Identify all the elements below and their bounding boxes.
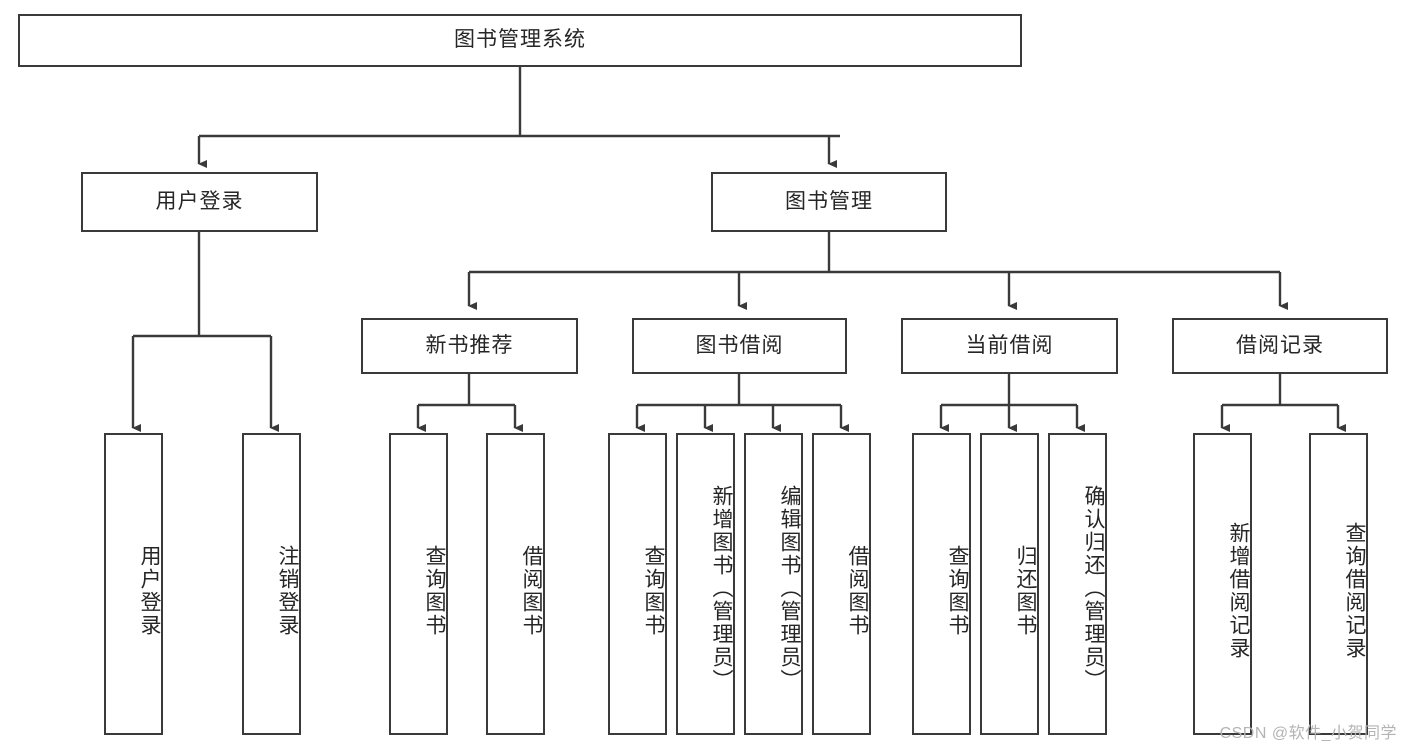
node-leaf-query-book-3[interactable]: 查询图书 (912, 433, 971, 735)
node-borrow-record-label: 借阅记录 (1236, 333, 1324, 357)
node-leaf-logout-label: 注销登录 (276, 545, 299, 637)
node-book-management-label: 图书管理 (785, 189, 873, 213)
node-leaf-add-record-label: 新增借阅记录 (1227, 522, 1250, 660)
node-leaf-borrow-book-2-label: 借阅图书 (846, 545, 869, 637)
node-leaf-add-book-label: 新增图书（管理员） (710, 484, 733, 692)
node-leaf-return-book[interactable]: 归还图书 (980, 433, 1039, 735)
node-book-management[interactable]: 图书管理 (711, 172, 947, 232)
node-leaf-query-book-2-label: 查询图书 (642, 545, 665, 637)
node-leaf-borrow-book-1[interactable]: 借阅图书 (486, 433, 545, 735)
node-leaf-borrow-book-2[interactable]: 借阅图书 (812, 433, 871, 735)
node-leaf-logout[interactable]: 注销登录 (242, 433, 301, 735)
node-leaf-query-book-3-label: 查询图书 (946, 545, 969, 637)
node-leaf-edit-book[interactable]: 编辑图书（管理员） (744, 433, 803, 735)
node-borrow-record[interactable]: 借阅记录 (1172, 318, 1388, 374)
node-new-book-recommend-label: 新书推荐 (425, 333, 514, 357)
node-root[interactable]: 图书管理系统 (18, 14, 1022, 67)
node-current-borrow-label: 当前借阅 (965, 333, 1054, 357)
node-leaf-confirm-return[interactable]: 确认归还（管理员） (1048, 433, 1107, 735)
node-leaf-user-login-label: 用户登录 (138, 545, 161, 637)
node-leaf-add-record[interactable]: 新增借阅记录 (1193, 433, 1252, 735)
node-leaf-query-record-label: 查询借阅记录 (1343, 522, 1366, 660)
node-leaf-user-login[interactable]: 用户登录 (104, 433, 163, 735)
node-root-label: 图书管理系统 (454, 28, 586, 52)
node-leaf-edit-book-label: 编辑图书（管理员） (778, 484, 801, 692)
node-leaf-borrow-book-1-label: 借阅图书 (520, 545, 543, 637)
node-user-login-label: 用户登录 (155, 189, 244, 213)
node-book-borrow[interactable]: 图书借阅 (632, 318, 847, 374)
node-leaf-add-book[interactable]: 新增图书（管理员） (676, 433, 735, 735)
node-leaf-confirm-return-label: 确认归还（管理员） (1082, 484, 1105, 692)
node-user-login[interactable]: 用户登录 (81, 172, 318, 232)
csdn-watermark: CSDN @软件_小贺同学 (1219, 725, 1397, 742)
node-leaf-query-book-1-label: 查询图书 (423, 545, 446, 637)
node-leaf-query-book-1[interactable]: 查询图书 (389, 433, 448, 735)
node-leaf-query-record[interactable]: 查询借阅记录 (1309, 433, 1368, 735)
node-book-borrow-label: 图书借阅 (695, 333, 784, 357)
node-leaf-return-book-label: 归还图书 (1014, 545, 1037, 637)
node-current-borrow[interactable]: 当前借阅 (901, 318, 1118, 374)
node-new-book-recommend[interactable]: 新书推荐 (361, 318, 578, 374)
node-leaf-query-book-2[interactable]: 查询图书 (608, 433, 667, 735)
